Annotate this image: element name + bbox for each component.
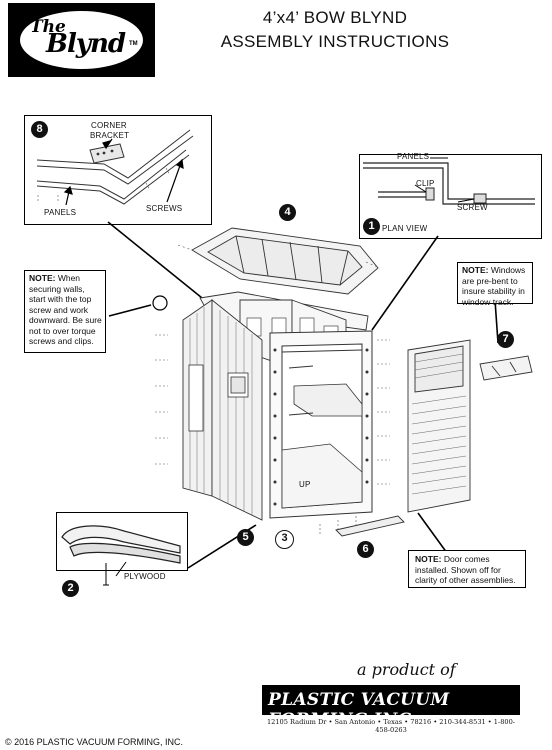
plan-label-clip: CLIP <box>416 179 435 188</box>
note-door-label: NOTE: <box>415 554 442 564</box>
step-8-marker: 8 <box>31 121 48 138</box>
step-7-marker: 7 <box>497 331 514 348</box>
step-6-marker: 6 <box>357 541 374 558</box>
note-windows-label: NOTE: <box>462 265 489 275</box>
plan-view-detail <box>359 154 542 239</box>
label-plywood: PLYWOOD <box>124 572 166 581</box>
note-windows-text: Windows are pre-bent to insure stability… <box>462 265 526 307</box>
step-2-marker: 2 <box>62 580 79 597</box>
company-logo-bar <box>262 685 520 715</box>
label-panels: PANELS <box>44 208 77 217</box>
plan-view-label: PLAN VIEW <box>382 224 428 233</box>
label-bracket: BRACKET <box>90 131 130 140</box>
logo-the: The <box>30 17 66 37</box>
note-windows: NOTE: Windows are pre-bent to insure sta… <box>457 262 533 307</box>
company-name: PLASTIC VACUUM FORMING,INC. <box>268 690 450 730</box>
plan-label-panels: PANELS <box>397 152 430 161</box>
label-screws: SCREWS <box>146 204 183 213</box>
step-3-marker: 3 <box>275 530 294 549</box>
step-1-marker: 1 <box>363 218 380 235</box>
detail-8-corner-bracket <box>24 115 212 225</box>
note-walls-label: NOTE: <box>29 273 56 283</box>
blynd-logo: The Blynd TM <box>8 3 155 77</box>
logo-oval <box>20 11 143 69</box>
step-5-marker: 5 <box>237 529 254 546</box>
copyright-notice: © 2016 PLASTIC VACUUM FORMING, INC. <box>5 737 183 747</box>
logo-blynd: Blynd <box>46 29 126 59</box>
detail-2-plywood <box>56 512 188 571</box>
label-corner: CORNER <box>91 121 127 130</box>
page-title-line2: ASSEMBLY INSTRUCTIONS <box>220 32 450 51</box>
company-address: 12105 Radium Dr • San Antonio • Texas • … <box>266 718 516 734</box>
note-securing-walls: NOTE: When securing walls, start with th… <box>24 270 106 353</box>
page-title-line1: 4’x4’ BOW BLYND <box>262 8 408 27</box>
step-4-marker: 4 <box>279 204 296 221</box>
logo-trademark: TM <box>129 41 138 47</box>
product-of-text: a product of <box>357 660 456 679</box>
floor-up-label: UP <box>299 480 311 489</box>
note-walls-text: When securing walls, start with the top … <box>29 273 102 346</box>
note-door-text: Door comes installed. Shown off for clar… <box>415 554 516 585</box>
plan-label-screw: SCREW <box>457 203 488 212</box>
note-door: NOTE: Door comes installed. Shown off fo… <box>408 550 526 588</box>
